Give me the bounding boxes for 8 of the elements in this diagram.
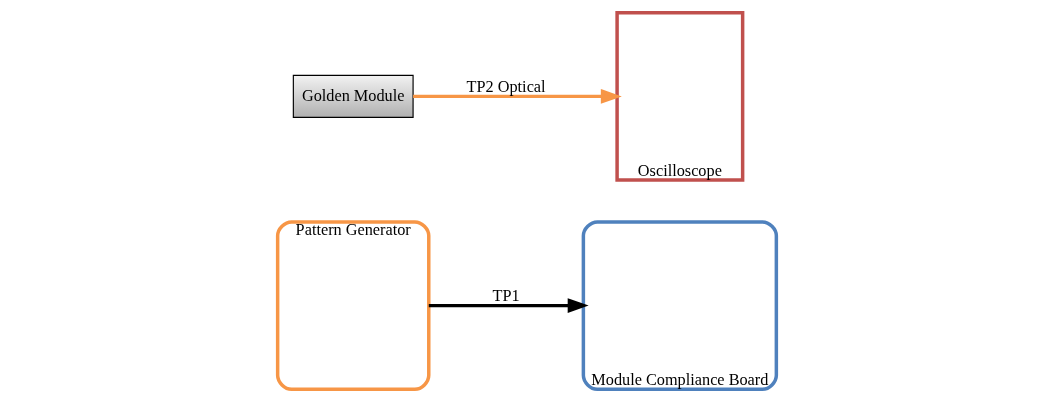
edge-label: TP1 [492, 287, 520, 306]
node-box: Pattern Generator [275, 220, 430, 392]
edge-label: TP2 Optical [466, 77, 546, 96]
node-box: Module Compliance Board [581, 220, 778, 392]
node-box: Oscilloscope [614, 10, 744, 182]
arrow [412, 89, 622, 104]
arrow [428, 298, 589, 313]
node-box: Golden Module [292, 74, 414, 118]
